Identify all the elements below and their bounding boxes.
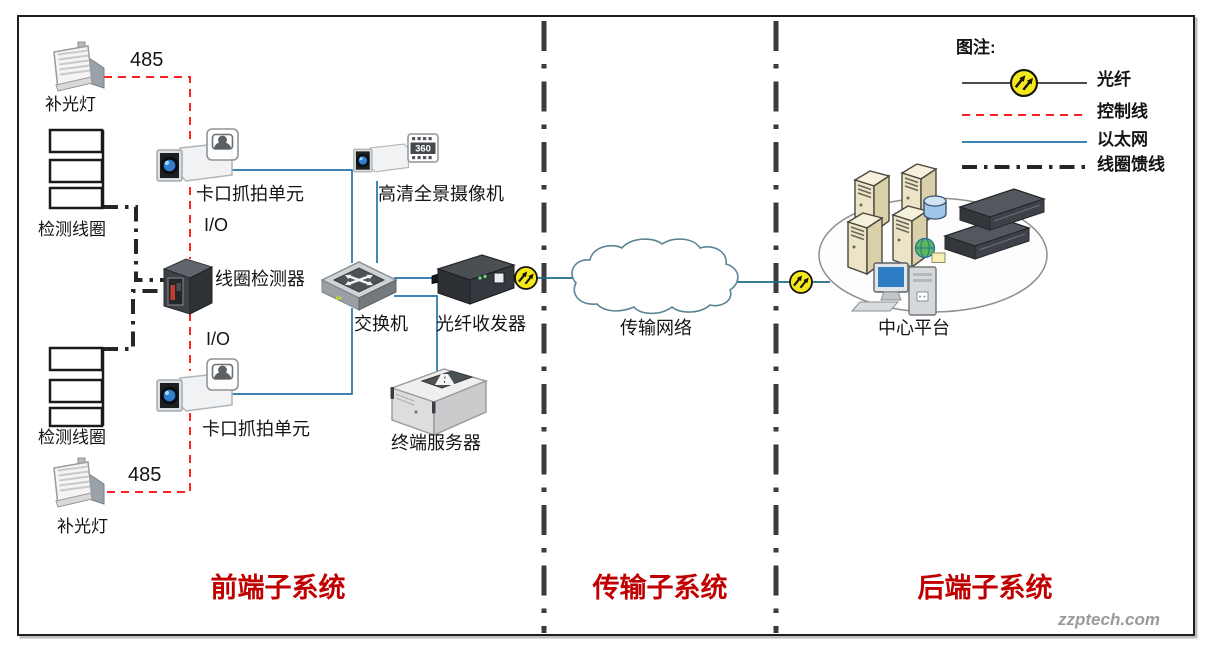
pano-badge-text: 360 [415, 144, 431, 155]
fiber-node-icon [788, 269, 814, 295]
io-top-label: I/O [204, 215, 229, 235]
section-backend-label: 后端子系统 [917, 573, 1053, 603]
legend-samples [962, 68, 1087, 169]
capture-camera-top-icon [156, 128, 239, 182]
fill-light-bottom-icon [53, 457, 105, 508]
fiber-node-icon [513, 265, 539, 291]
control-lines [104, 76, 191, 493]
capture-camera-bottom-label: 卡口抓拍单元 [202, 419, 310, 439]
legend-fiber-label: 光纤 [1097, 70, 1131, 89]
terminal-server-icon [389, 368, 489, 437]
detection-coil-top-label: 检测线圈 [38, 220, 106, 239]
transmission-cloud [571, 238, 739, 315]
loop-detector-label: 线圈检测器 [215, 269, 305, 289]
detection-coil-top-icon [48, 128, 105, 210]
loop-detector-icon [162, 258, 214, 315]
server-tower-icon [892, 205, 928, 268]
legend-feeder-label: 线圈馈线 [1097, 155, 1165, 174]
capture-camera-top-label: 卡口抓拍单元 [196, 184, 304, 204]
platform-label: 中心平台 [878, 318, 950, 338]
section-transmission-label: 传输子系统 [592, 573, 728, 603]
rs485-bottom-label: 485 [128, 464, 162, 486]
detection-coil-bottom-label: 检测线圈 [38, 428, 106, 447]
terminal-server-label: 终端服务器 [391, 433, 481, 453]
io-bottom-label: I/O [206, 329, 231, 349]
panoramic-camera-icon: 360 [353, 133, 439, 173]
legend-control-label: 控制线 [1097, 102, 1148, 121]
fill-light-bottom-label: 补光灯 [57, 517, 108, 536]
ethernet-lines [224, 169, 444, 395]
storage-array-icon [942, 188, 1047, 260]
fiber-transceiver-icon [431, 254, 516, 305]
fill-light-top-label: 补光灯 [45, 95, 96, 114]
watermark: zzptech.com [1058, 610, 1161, 629]
capture-camera-bottom-icon [156, 358, 239, 412]
section-frontend-label: 前端子系统 [210, 573, 346, 603]
database-icon [923, 195, 947, 220]
diagram-border [17, 15, 1195, 636]
switch-label: 交换机 [354, 314, 408, 334]
workstation-icon [850, 262, 937, 316]
central-platform-icon [818, 163, 1048, 316]
rs485-top-label: 485 [130, 49, 164, 71]
switch-icon [320, 261, 398, 311]
note-icon [931, 252, 946, 263]
panoramic-camera-label: 高清全景摄像机 [378, 184, 504, 204]
cloud-label: 传输网络 [620, 318, 692, 338]
legend-title: 图注: [956, 38, 996, 57]
loop-feeder-lines [103, 205, 164, 351]
globe-icon [914, 237, 936, 259]
detection-coil-bottom-icon [48, 346, 105, 428]
section-dividers [541, 21, 779, 633]
fiber-transceiver-label: 光纤收发器 [436, 314, 526, 334]
legend-fiber-icon [1009, 68, 1039, 98]
fill-light-top-icon [53, 41, 105, 92]
legend-ethernet-label: 以太网 [1097, 130, 1148, 149]
